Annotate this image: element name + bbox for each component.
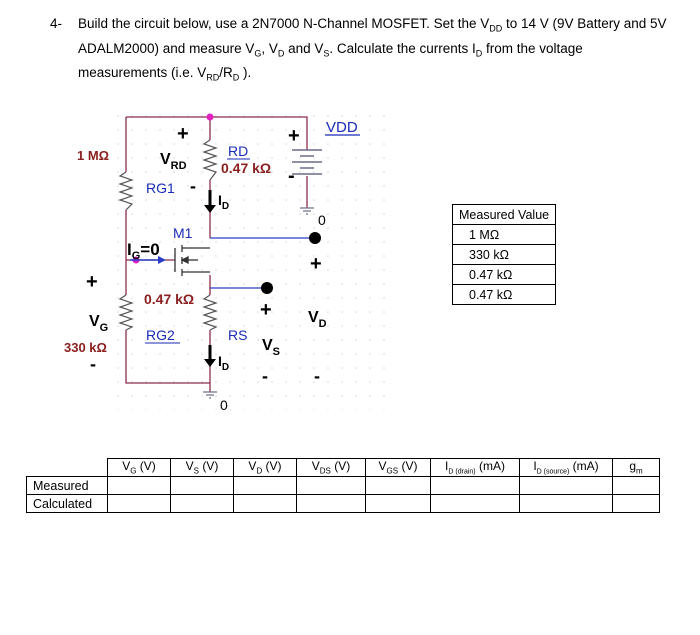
id-label-top: ID xyxy=(218,192,229,212)
node-dot-top xyxy=(206,113,214,121)
header-id-drain: ID (drain) (mA) xyxy=(430,458,520,477)
results-table: VG (V) VS (V) VD (V) VDS (V) VGS (V) ID … xyxy=(26,458,660,513)
question-body: Build the circuit below, use a 2N7000 N-… xyxy=(78,14,678,88)
ground-bottom-label: 0 xyxy=(220,397,228,413)
rg1-minus: - xyxy=(190,176,196,196)
results-cell[interactable] xyxy=(296,494,366,513)
rg1-resistor-icon xyxy=(118,171,134,211)
measured-value-cell: 330 kΩ xyxy=(451,244,557,265)
vd-minus: - xyxy=(314,366,320,386)
vdd-label: VDD xyxy=(326,119,358,136)
results-cell[interactable] xyxy=(430,494,520,513)
vs-minus: - xyxy=(262,366,268,386)
row-label-measured: Measured xyxy=(26,476,108,495)
results-cell[interactable] xyxy=(170,476,234,495)
vdd-plus: + xyxy=(288,125,300,147)
vg-label: VG xyxy=(89,313,108,334)
header-id-source: ID (source) (mA) xyxy=(519,458,613,477)
vd-label: VD xyxy=(308,309,327,330)
id-arrow-bottom-icon xyxy=(204,345,216,367)
results-cell[interactable] xyxy=(365,494,431,513)
rs-value: 0.47 kΩ xyxy=(144,291,194,307)
header-gm: gm xyxy=(612,458,660,477)
wire-top xyxy=(126,116,308,150)
question-line-3: measurements (i.e. VRD/RD ). xyxy=(78,65,252,84)
question-number: 4- xyxy=(50,16,63,31)
ig-label: IG=0 xyxy=(127,240,160,262)
results-header-row: VG (V) VS (V) VD (V) VDS (V) VGS (V) ID … xyxy=(26,458,660,477)
id-label-bottom: ID xyxy=(218,353,229,373)
results-cell[interactable] xyxy=(612,476,660,495)
rs-name: RS xyxy=(228,327,247,343)
results-cell[interactable] xyxy=(430,476,520,495)
vg-minus: - xyxy=(90,354,96,374)
results-cell[interactable] xyxy=(365,476,431,495)
header-vd: VD (V) xyxy=(233,458,297,477)
vdd-minus: - xyxy=(288,165,295,187)
measured-value-cell: 0.47 kΩ xyxy=(451,284,557,305)
measured-value-cell: 0.47 kΩ xyxy=(451,264,557,285)
rg2-name: RG2 xyxy=(146,327,175,343)
mosfet-m1-icon xyxy=(174,245,210,276)
vs-probe-dot xyxy=(261,282,273,294)
results-cell[interactable] xyxy=(233,494,297,513)
vg-plus: + xyxy=(86,271,98,293)
results-cell[interactable] xyxy=(107,494,171,513)
ground-top-label: 0 xyxy=(318,212,326,228)
ground-bottom-icon xyxy=(203,391,217,399)
wires xyxy=(125,116,308,392)
results-cell[interactable] xyxy=(612,494,660,513)
results-cell[interactable] xyxy=(233,476,297,495)
rs-resistor-icon xyxy=(202,294,218,331)
results-cell[interactable] xyxy=(107,476,171,495)
results-cell[interactable] xyxy=(296,476,366,495)
results-cell[interactable] xyxy=(170,494,234,513)
vs-plus: + xyxy=(260,299,272,321)
rd-name: RD xyxy=(228,143,248,159)
results-cell[interactable] xyxy=(519,476,613,495)
vd-probe-dot xyxy=(309,232,321,244)
measured-value-cell: 1 MΩ xyxy=(451,224,557,245)
rd-resistor-icon xyxy=(202,139,218,181)
ground-top-icon xyxy=(300,207,314,215)
m1-label: M1 xyxy=(173,225,193,241)
vs-label: VS xyxy=(262,337,280,358)
header-blank xyxy=(26,458,108,477)
circuit-schematic: VDD + - 0 1 MΩ RG1 - RD 0.47 kΩ + VRD ID… xyxy=(64,110,395,413)
question-line-2: ADALM2000) and measure VG, VD and VS. Ca… xyxy=(78,40,583,59)
measured-value-table: Measured Value 1 MΩ 330 kΩ 0.47 kΩ 0.47 … xyxy=(451,204,557,305)
header-vs: VS (V) xyxy=(170,458,234,477)
battery-vdd xyxy=(292,149,322,175)
results-row-measured: Measured xyxy=(26,476,660,495)
measurement-wires xyxy=(210,237,315,289)
header-vds: VDS (V) xyxy=(296,458,366,477)
header-vgs: VGS (V) xyxy=(365,458,431,477)
vd-plus: + xyxy=(310,253,322,275)
vrd-label: VRD xyxy=(160,151,187,172)
rg1-name: RG1 xyxy=(146,180,175,196)
rg1-value: 1 MΩ xyxy=(77,148,109,163)
vrd-plus: + xyxy=(177,123,189,145)
row-label-calculated: Calculated xyxy=(26,494,108,513)
id-arrow-top-icon xyxy=(204,190,216,213)
rg2-resistor-icon xyxy=(118,294,134,331)
measured-value-header: Measured Value xyxy=(451,204,557,225)
results-row-calculated: Calculated xyxy=(26,494,660,513)
rg2-value: 330 kΩ xyxy=(64,340,107,355)
question-line-1: Build the circuit below, use a 2N7000 N-… xyxy=(78,16,667,34)
rd-value: 0.47 kΩ xyxy=(221,160,271,176)
results-cell[interactable] xyxy=(519,494,613,513)
header-vg: VG (V) xyxy=(107,458,171,477)
